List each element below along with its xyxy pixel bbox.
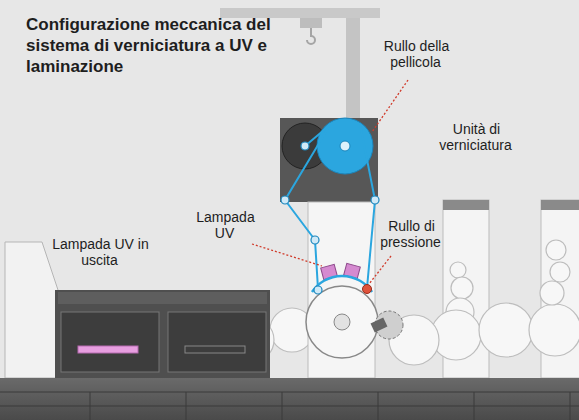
floor-joint (186, 392, 187, 420)
film-web-path (285, 125, 330, 289)
part-label: Lampada UV (185, 209, 265, 241)
floor-base (0, 378, 579, 420)
floor-joints (90, 392, 579, 420)
delivery-panel (168, 312, 266, 372)
leader-line (372, 80, 408, 132)
exit-uv-lamp (78, 346, 138, 353)
leader-line (252, 244, 322, 266)
label-text: Rullo di pressione (380, 218, 442, 250)
delivery-top (58, 292, 267, 304)
part-label: Lampada UV in uscita (45, 236, 155, 268)
guide-rollers (281, 142, 379, 294)
pressure-roller (363, 285, 372, 294)
crane-hook (307, 28, 315, 44)
roll-core (340, 141, 350, 151)
floor-joint (282, 392, 283, 420)
floor-line (0, 392, 579, 393)
floor-joint (378, 392, 379, 420)
delivery-end (5, 242, 58, 378)
impression-cylinder (306, 286, 378, 358)
cylinder-group (230, 240, 579, 365)
floor-joint (90, 392, 91, 420)
tower-cap (443, 200, 489, 210)
gripper (371, 318, 388, 333)
part-label: Rullo della pellicola (368, 38, 464, 70)
label-text: Rullo della pellicola (383, 38, 449, 70)
delivery-panel (61, 312, 159, 372)
part-label: Rullo di pressione (375, 218, 447, 250)
cylinder-axle (334, 314, 350, 330)
diagram-title: Configurazione meccanica del sistema di … (26, 14, 276, 77)
label-text: Lampada UV in uscita (51, 236, 149, 268)
film-web-path (305, 125, 330, 146)
floor-joint (570, 392, 571, 420)
label-text: Lampada UV (195, 209, 254, 241)
leader-line (369, 256, 391, 284)
support-pole (346, 18, 360, 120)
film-web-path (360, 124, 375, 288)
floor-joint (474, 392, 475, 420)
delivery-body (55, 290, 270, 378)
label-text: Unità di verniciatura (439, 121, 512, 153)
leader-lines (252, 80, 408, 284)
floor-line (0, 406, 579, 407)
tower-cap (541, 200, 579, 210)
crane-hoist (300, 18, 322, 28)
lamp-slot (185, 346, 245, 353)
film-unit-housing (280, 118, 378, 202)
part-label: Unità di verniciatura (426, 121, 526, 153)
